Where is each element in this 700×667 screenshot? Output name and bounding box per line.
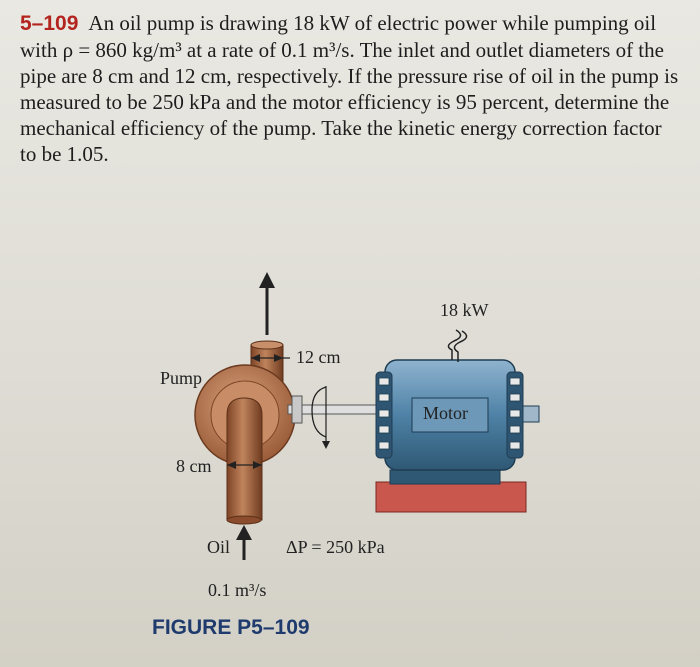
pressure-rise-label: ΔP = 250 kPa (286, 537, 385, 557)
rotation-arrow (311, 386, 327, 438)
motor-base (375, 481, 527, 513)
flow-rate-label: 0.1 m³/s (208, 580, 267, 600)
problem-number: 5–109 (20, 12, 79, 35)
motor-fins (378, 377, 521, 450)
oil-label: Oil (207, 537, 231, 557)
pump-label: Pump (160, 368, 203, 388)
figure-caption: FIGURE P5–109 (152, 616, 310, 639)
inlet-diameter-label: 8 cm (176, 456, 212, 476)
power-label: 18 kW (440, 300, 489, 320)
motor-label: Motor (423, 403, 468, 423)
problem-text: An oil pump is drawing 18 kW of electric… (20, 11, 679, 166)
power-cord (447, 329, 462, 360)
outlet-diameter-label: 12 cm (296, 347, 341, 367)
inlet-pipe (226, 397, 263, 521)
